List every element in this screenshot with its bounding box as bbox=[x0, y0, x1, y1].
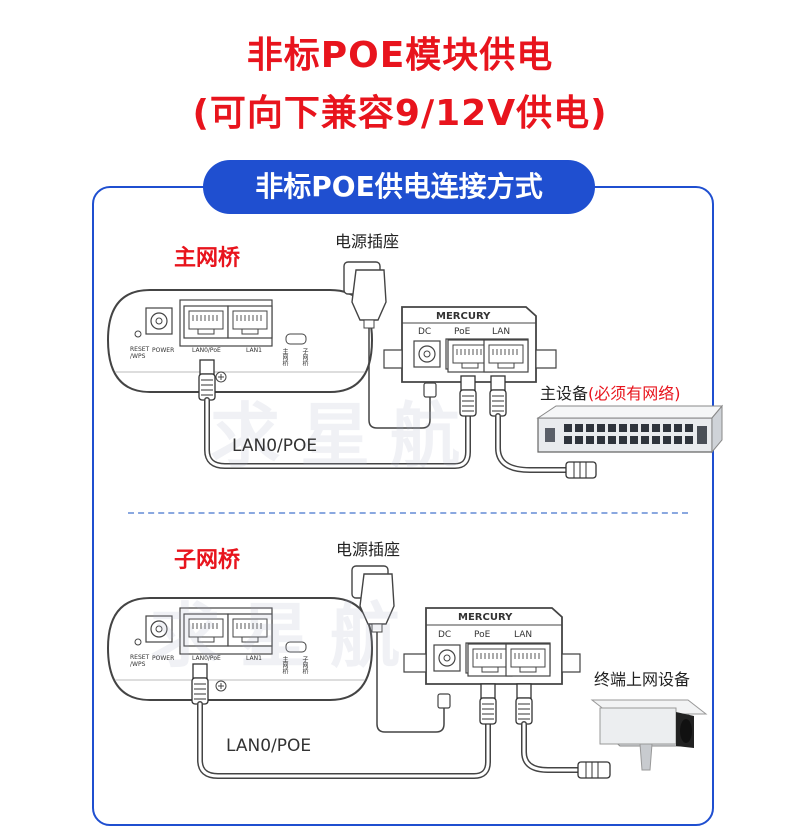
power-label-bottom: POWER bbox=[152, 655, 175, 662]
power-label-top: POWER bbox=[152, 347, 175, 354]
section-title-pill: 非标POE供电连接方式 bbox=[203, 160, 595, 214]
injector-poe-bottom: PoE bbox=[474, 630, 491, 640]
lan0-label-top: LAN0/PoE bbox=[192, 347, 221, 354]
child-switch-label-bottom: 子网桥 bbox=[301, 656, 308, 674]
lan1-label-top: LAN1 bbox=[246, 347, 262, 354]
section-divider bbox=[128, 512, 688, 514]
master-switch-label-top: 主网桥 bbox=[281, 348, 288, 366]
main-device-label: 主设备(必须有网络) bbox=[540, 380, 681, 404]
connection-diagram bbox=[106, 261, 724, 779]
headline-1: 非标POE模块供电 bbox=[246, 35, 554, 76]
headline-2: (可向下兼容9/12V供电) bbox=[192, 93, 608, 134]
lan0-label-bottom: LAN0/PoE bbox=[192, 655, 221, 662]
cable-label-bottom: LAN0/POE bbox=[226, 736, 312, 756]
terminal-device-label: 终端上网设备 bbox=[594, 670, 691, 689]
main-device-note: (必须有网络) bbox=[588, 384, 681, 403]
child-switch-label-top: 子网桥 bbox=[301, 348, 308, 366]
outlet-label-bottom: 电源插座 bbox=[336, 540, 401, 559]
master-bridge-label: 主网桥 bbox=[174, 246, 241, 271]
cable-label-top: LAN0/POE bbox=[232, 436, 318, 456]
master-switch-label-bottom: 主网桥 bbox=[281, 656, 288, 674]
injector-dc-bottom: DC bbox=[438, 630, 452, 640]
injector-lan-bottom: LAN bbox=[514, 630, 533, 640]
outlet-label-top: 电源插座 bbox=[335, 232, 400, 251]
reset-label-top: RESET /WPS bbox=[130, 346, 150, 360]
main-device-name: 主设备 bbox=[540, 384, 589, 403]
reset-label-bottom: RESET /WPS bbox=[130, 654, 150, 668]
child-bridge-label: 子网桥 bbox=[174, 548, 241, 573]
injector-dc-top: DC bbox=[418, 327, 432, 337]
injector-poe-top: PoE bbox=[454, 327, 471, 337]
lan1-label-bottom: LAN1 bbox=[246, 655, 262, 662]
injector-lan-top: LAN bbox=[492, 327, 511, 337]
injector-brand-bottom: MERCURY bbox=[458, 612, 513, 623]
injector-brand-top: MERCURY bbox=[436, 311, 491, 322]
